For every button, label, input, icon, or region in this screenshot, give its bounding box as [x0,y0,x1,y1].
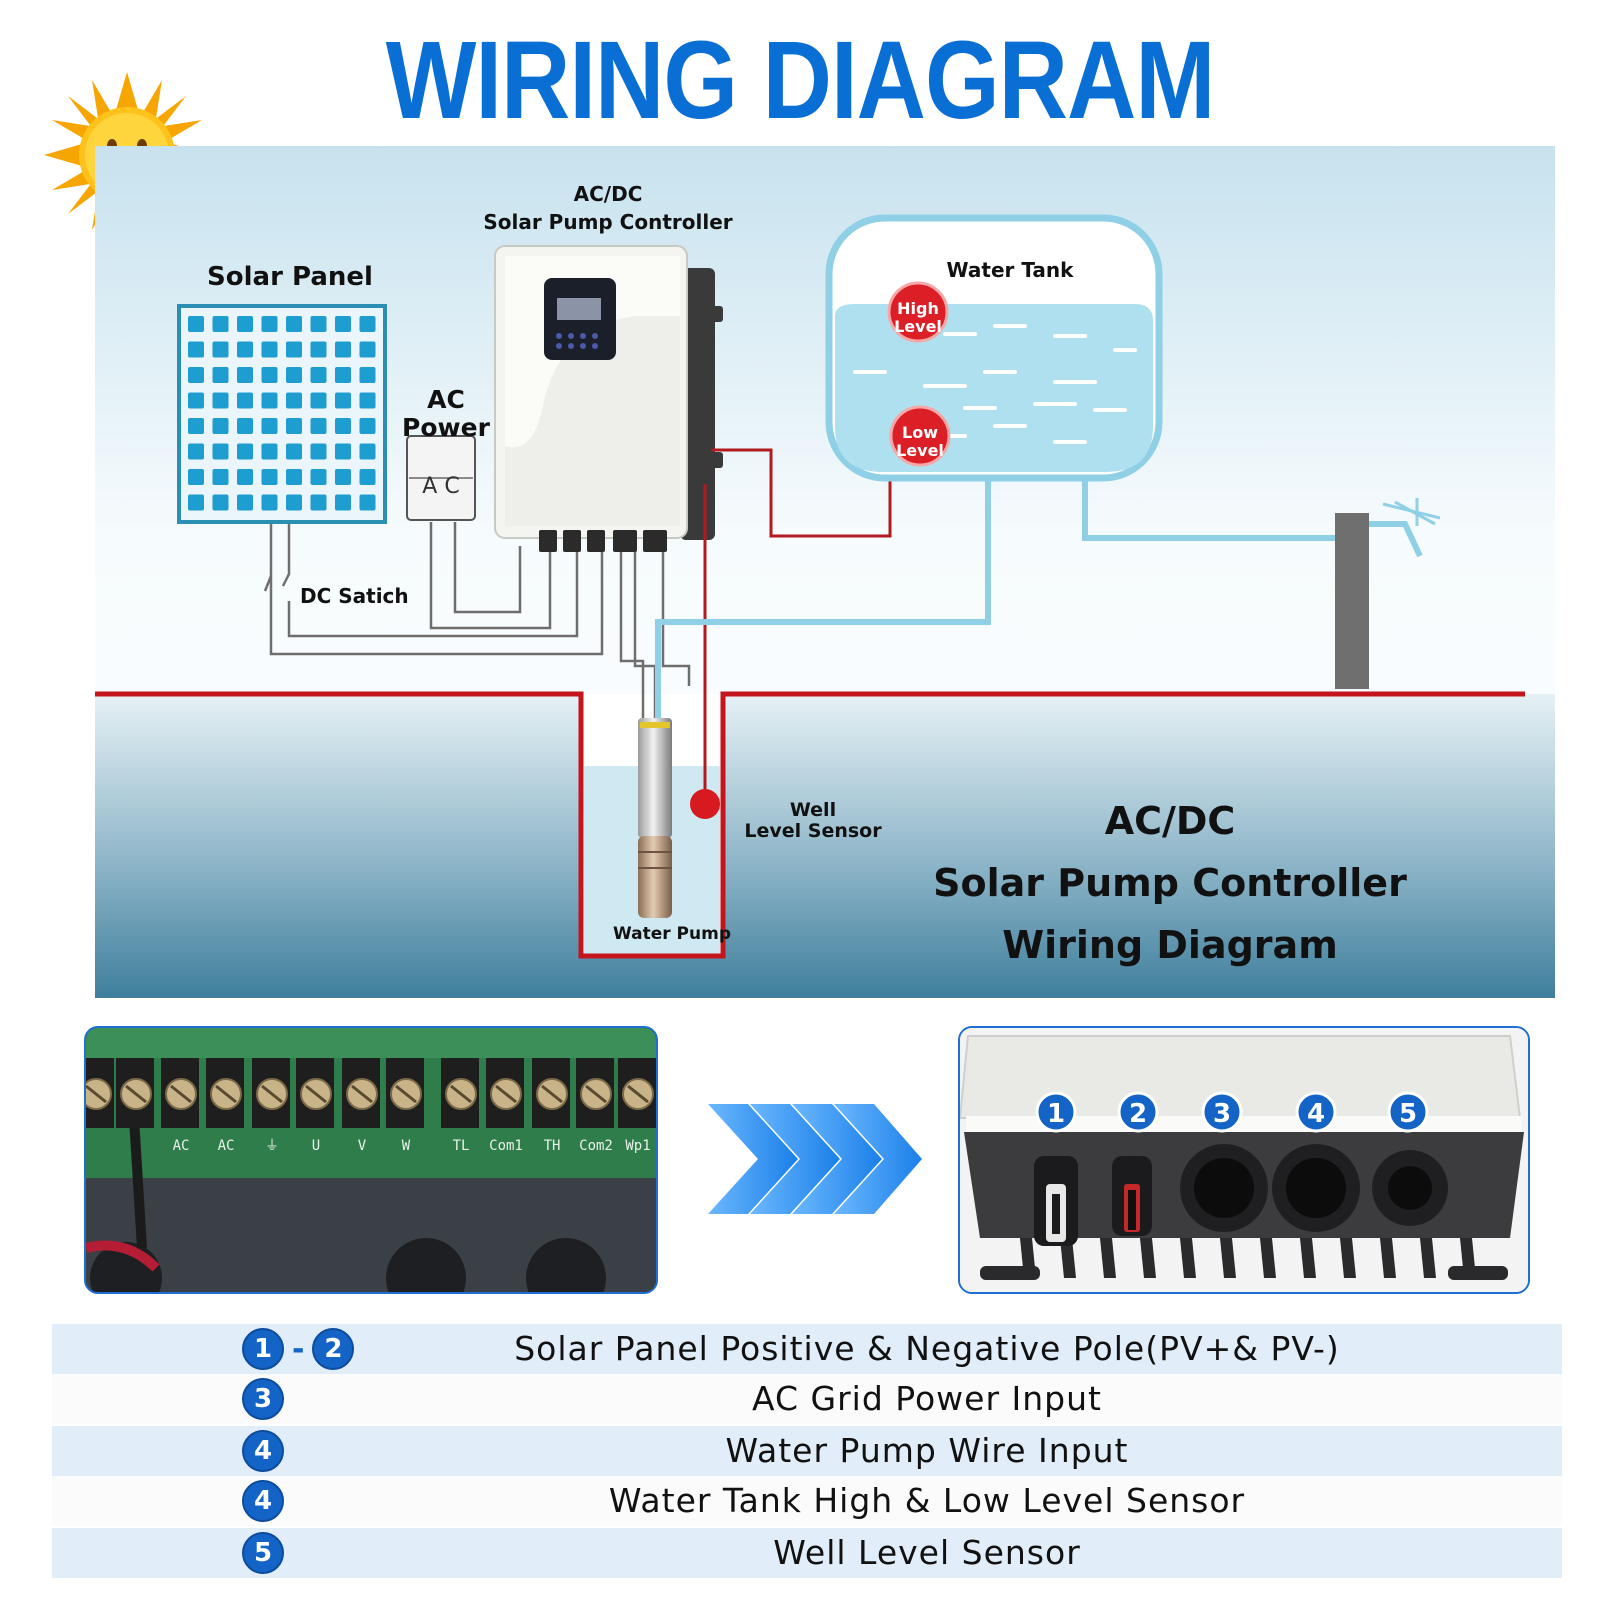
terminal-block-photo: AC AC ⏚ U V W TL Com1 TH Com2 Wp1 [84,1026,658,1294]
solar-panel [177,304,387,524]
legend-row: 5 Well Level Sensor [52,1528,1562,1578]
high-level-line2: Level [894,317,942,336]
legend-row: 1-2 Solar Panel Positive & Negative Pole(… [52,1324,1562,1374]
ac-power-label-line2: Power [402,413,490,442]
terminal-label: V [358,1138,367,1154]
legend-number-badge: 2 [312,1328,355,1370]
page-title: WIRING DIAGRAM [385,19,1216,143]
faucet-icon [1335,498,1441,689]
water-tank [825,214,1163,482]
chevron-right-icon [708,1104,922,1214]
well-level-sensor [690,789,720,819]
legend-text: AC Grid Power Input [752,1379,1102,1418]
svg-text:2: 2 [1129,1099,1147,1129]
port-number-badge: 2 [1117,1091,1159,1133]
terminal-label: U [312,1138,320,1154]
svg-text:5: 5 [1399,1099,1417,1129]
svg-text:1: 1 [1047,1099,1065,1129]
water-pump-label: Water Pump [612,924,732,944]
terminal-block-illustration: AC AC ⏚ U V W TL Com1 TH Com2 Wp1 [86,1028,656,1292]
legend-number-badge: 3 [242,1378,284,1420]
solar-panel-label: Solar Panel [207,262,373,292]
legend-text: Solar Panel Positive & Negative Pole(PV+… [514,1329,1340,1368]
controller-label-line1: AC/DC [573,182,643,206]
svg-text:4: 4 [1307,1099,1325,1129]
well-sensor-label: Well Level Sensor [738,800,888,842]
low-level-sensor-label: Low Level [890,424,950,460]
terminal-label: TH [544,1138,561,1154]
terminal-label: ⏚ [265,1138,279,1154]
legend-badges: 3 [242,1374,284,1424]
diagram-caption: AC/DC Solar Pump Controller Wiring Diagr… [920,790,1420,976]
high-level-line1: High [897,299,939,318]
terminal-label: Wp1 [625,1138,650,1154]
controller-label-line2: Solar Pump Controller [483,210,733,234]
port-number-badge: 5 [1387,1091,1429,1133]
controller-label: AC/DC Solar Pump Controller [478,180,738,236]
high-level-sensor-label: High Level [888,300,948,336]
legend-badges: 5 [242,1528,284,1578]
controller-ports-illustration: 1 2 3 4 5 [960,1028,1528,1292]
legend-separator: - [292,1331,305,1367]
svg-text:3: 3 [1213,1099,1231,1129]
port-number-badge: 4 [1295,1091,1337,1133]
legend-text: Well Level Sensor [773,1533,1081,1572]
legend-text: Water Pump Wire Input [725,1431,1129,1470]
port-number-badge: 3 [1201,1091,1243,1133]
terminal-label: Com1 [489,1138,523,1154]
low-level-line1: Low [902,423,938,442]
ac-power-source [406,435,476,521]
caption-line1: AC/DC [1104,799,1236,843]
ac-power-label-line1: AC [427,385,465,414]
terminal-label: TL [453,1138,470,1154]
legend-row: 4 Water Pump Wire Input [52,1426,1562,1476]
legend-number-badge: 5 [242,1532,284,1574]
water-tank-label: Water Tank [946,258,1074,282]
legend-number-badge: 4 [242,1430,284,1472]
legend-row: 4 Water Tank High & Low Level Sensor [52,1476,1562,1526]
caption-line2: Solar Pump Controller [933,861,1407,905]
controller-ports-photo: 1 2 3 4 5 [958,1026,1530,1294]
terminal-label: Com2 [579,1138,613,1154]
legend-badges: 4 [242,1476,284,1526]
legend-number-badge: 4 [242,1480,284,1522]
legend-text: Water Tank High & Low Level Sensor [608,1481,1246,1520]
ac-box-text: A C [422,474,460,499]
port-number-badge: 1 [1035,1091,1077,1133]
caption-line3: Wiring Diagram [1002,923,1338,967]
legend-badges: 1-2 [242,1324,355,1374]
ac-power-label: AC Power [396,386,496,442]
well-sensor-line1: Well [789,799,837,821]
legend-badges: 4 [242,1426,284,1476]
legend-number-badge: 1 [242,1328,284,1370]
terminal-label: W [402,1138,411,1154]
terminal-label: AC [218,1138,235,1154]
dc-switch-label: DC Satich [300,584,409,608]
solar-pump-controller [494,245,723,552]
terminal-label: AC [173,1138,190,1154]
well-sensor-line2: Level Sensor [744,820,882,842]
low-level-line2: Level [896,441,944,460]
water-pump [638,718,672,918]
wiring-diagram-panel [95,146,1555,998]
legend-row: 3 AC Grid Power Input [52,1374,1562,1424]
